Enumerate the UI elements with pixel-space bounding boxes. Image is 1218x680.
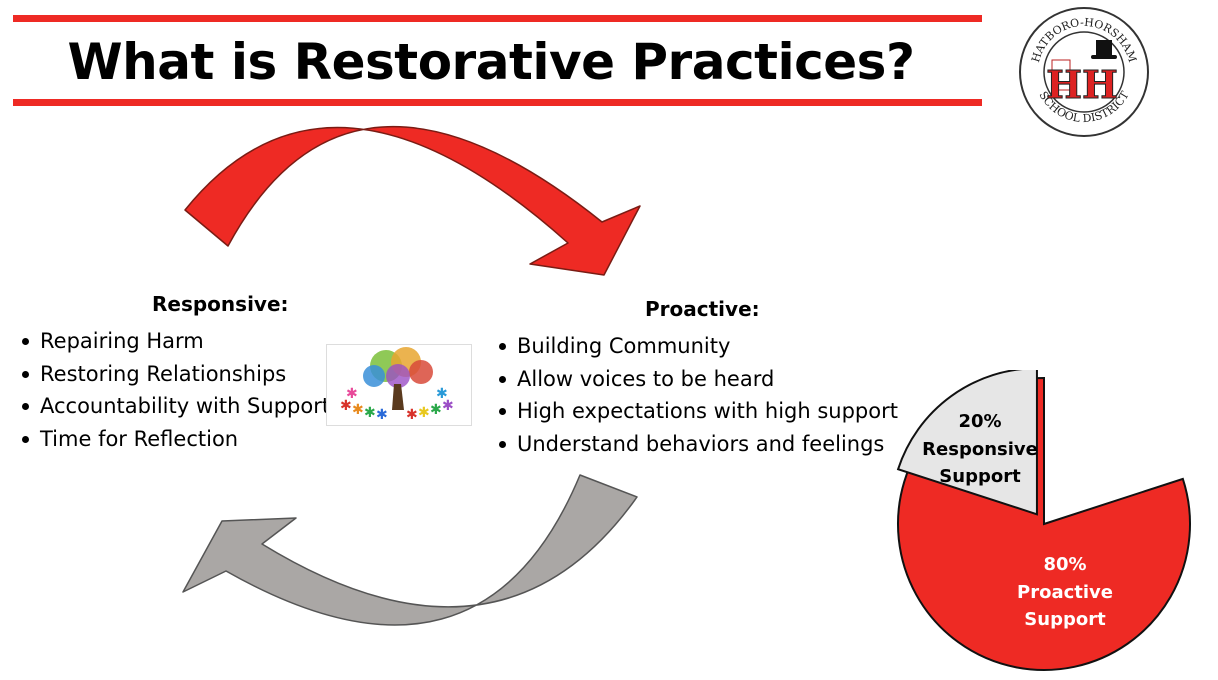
- list-item: Building Community: [497, 330, 898, 363]
- list-item: Restoring Relationships: [20, 358, 330, 391]
- page-title: What is Restorative Practices?: [67, 33, 915, 91]
- logo-monogram: HH: [1046, 62, 1118, 107]
- responsive-list: Repairing Harm Restoring Relationships A…: [20, 325, 330, 455]
- svg-text:✱: ✱: [406, 407, 418, 423]
- svg-text:✱: ✱: [418, 405, 430, 421]
- svg-text:✱: ✱: [346, 386, 358, 402]
- proactive-heading: Proactive:: [645, 297, 760, 321]
- svg-text:✱: ✱: [436, 386, 448, 402]
- pie-slice-responsive: [896, 370, 1038, 516]
- top-hat-icon: [1091, 40, 1117, 59]
- svg-text:✱: ✱: [376, 407, 388, 423]
- svg-text:✱: ✱: [340, 398, 352, 414]
- pie-label-responsive: 20% Responsive Support: [922, 411, 1038, 487]
- title-rule-bottom: [13, 99, 982, 106]
- proactive-list: Building Community Allow voices to be he…: [497, 330, 898, 460]
- svg-text:✱: ✱: [352, 402, 364, 418]
- list-item: Time for Reflection: [20, 423, 330, 456]
- list-item: High expectations with high support: [497, 395, 898, 428]
- list-item: Allow voices to be heard: [497, 363, 898, 396]
- list-item: Accountability with Support: [20, 390, 330, 423]
- list-item: Repairing Harm: [20, 325, 330, 358]
- responsive-heading: Responsive:: [152, 292, 289, 316]
- list-item: Understand behaviors and feelings: [497, 428, 898, 461]
- title-rule-top: [13, 15, 982, 22]
- svg-text:✱: ✱: [430, 402, 442, 418]
- curved-arrow-gray-icon: [182, 474, 638, 626]
- svg-text:✱: ✱: [442, 398, 454, 414]
- district-logo: HATBORO-HORSHAM SCHOOL DISTRICT HH: [1019, 7, 1149, 137]
- tree-with-people-circle-image: ✱ ✱ ✱ ✱ ✱ ✱ ✱ ✱ ✱ ✱: [326, 344, 472, 426]
- pie-label-proactive: 80% Proactive Support: [1017, 554, 1113, 630]
- support-pie-chart: [896, 370, 1191, 671]
- curved-arrow-red-icon: [184, 125, 641, 276]
- svg-text:✱: ✱: [364, 405, 376, 421]
